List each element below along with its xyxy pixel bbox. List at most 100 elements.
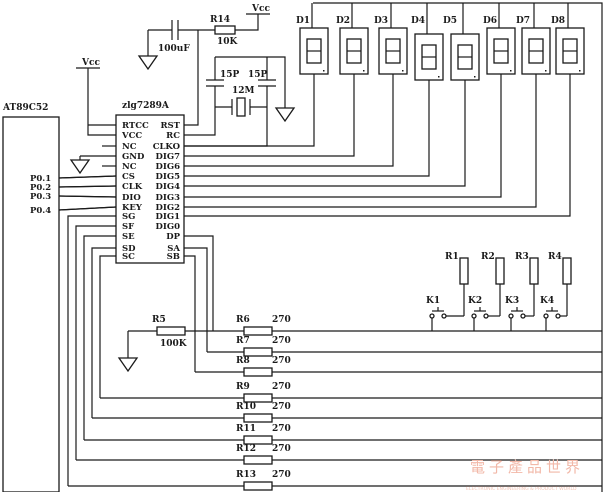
sf-line (75, 225, 116, 460)
resistor-r14 (214, 25, 236, 35)
key-resistor-label: R1 (445, 252, 459, 262)
driver-pin-right: SB (167, 252, 180, 262)
driver-pin-left: SG (122, 212, 135, 222)
driver-pin-left: SE (122, 232, 135, 242)
wire (58, 185, 117, 188)
osc-cap1: 15P (220, 70, 240, 80)
digit-line (184, 80, 537, 208)
resistor-r10 (243, 413, 273, 423)
driver-pin-right: DIG6 (155, 162, 180, 172)
resistor-r2 (495, 257, 505, 285)
driver-pin-right: DIG7 (155, 152, 180, 162)
sa-line (184, 247, 208, 352)
osc-gnd (215, 56, 286, 108)
osc-cap2: 15P (248, 70, 268, 80)
segment-resistor-name: R8 (236, 356, 250, 366)
resistor-r9 (243, 393, 273, 403)
display-label: D3 (374, 16, 388, 26)
segment-resistor-name: R10 (236, 402, 256, 412)
key-resistor-label: R4 (548, 252, 562, 262)
driver-pin-right: CLKO (153, 142, 181, 152)
watermark-en: ELECTRONIC ENGINEERING & PRODUCT WORLD (466, 486, 577, 492)
osc-crystal: 12M (232, 86, 255, 96)
key-label: K4 (540, 296, 554, 306)
resistor-r11 (243, 435, 273, 445)
ground-icon (117, 357, 139, 373)
components (2, 20, 585, 492)
cap-value: 100uF (158, 44, 190, 54)
key-contact (520, 313, 526, 319)
resistor-r4 (562, 257, 572, 285)
segment-resistor-name: R6 (236, 315, 250, 325)
digit-line (184, 80, 502, 198)
display-label: D6 (483, 16, 497, 26)
driver-pin-left: SD (122, 244, 136, 254)
resistor-r5 (156, 326, 186, 336)
display-label: D1 (296, 16, 310, 26)
key-contact (483, 313, 489, 319)
mcu-pin-label: P0.3 (30, 192, 51, 202)
dp-dot (363, 70, 365, 72)
key-label: K2 (468, 296, 482, 306)
segment-resistor-value: 270 (272, 470, 291, 480)
se-line (83, 235, 116, 440)
r5-name: R5 (152, 315, 166, 325)
wiring (58, 2, 603, 492)
watermark-cn: 電子產品世界 (470, 458, 584, 476)
key-contact (429, 313, 435, 319)
driver-pin-right: DIG0 (155, 222, 180, 232)
mcu-pin-label: P0.1 (30, 174, 51, 184)
digit-line (184, 80, 315, 147)
display-label: D4 (411, 16, 425, 26)
driver-pin-left: SF (122, 222, 134, 232)
dp-dot (402, 70, 404, 72)
driver-pin-left: GND (122, 152, 145, 162)
key-resistor-label: R2 (481, 252, 495, 262)
driver-pin-left: SC (122, 252, 135, 262)
segment-resistor-value: 270 (272, 382, 291, 392)
key-contact (471, 313, 477, 319)
resistor-r7 (243, 347, 273, 357)
digit-line (184, 80, 355, 157)
segment-resistor-name: R12 (236, 444, 256, 454)
segment-resistor-name: R9 (236, 382, 250, 392)
key-contact (543, 313, 549, 319)
display-label: D7 (516, 16, 530, 26)
segment-resistor-value: 270 (272, 402, 291, 412)
segment-resistor-name: R11 (236, 424, 256, 434)
osc-line (184, 92, 216, 136)
r14-value: 10K (217, 37, 239, 47)
resistor-r8 (243, 367, 273, 377)
sb-line (184, 255, 196, 372)
mcu-chip (2, 116, 60, 492)
driver-pin-right: DIG3 (155, 193, 180, 203)
ground-icon (69, 159, 91, 175)
segment-resistor-value: 270 (272, 424, 291, 434)
mcu-pin-label: P0.4 (30, 206, 51, 216)
dp-line (184, 235, 214, 331)
common-bus (313, 2, 603, 492)
sc-line (99, 255, 116, 398)
dp-dot (545, 70, 547, 72)
driver-pin-left: RTCC (122, 121, 149, 131)
dp-dot (474, 76, 476, 78)
display-label: D2 (336, 16, 350, 26)
driver-pin-right: RC (166, 131, 180, 141)
vcc-label: Vcc (81, 58, 100, 68)
wire (58, 175, 117, 179)
osc-line (184, 92, 268, 147)
ground-icon (137, 55, 159, 71)
mcu-name: AT89C52 (2, 103, 48, 113)
vcc-label: Vcc (251, 4, 270, 14)
driver-pin-left: VCC (121, 131, 142, 141)
r14-name: R14 (210, 15, 230, 25)
driver-pin-right: DIG5 (155, 172, 180, 182)
driver-pin-right: RST (160, 121, 180, 131)
key-contact (555, 313, 561, 319)
wire (58, 206, 117, 211)
vcc-line (87, 68, 116, 136)
driver-pin-left: CS (122, 172, 135, 182)
key-contact (441, 313, 447, 319)
wire (58, 195, 117, 198)
mcu-pin-label: P0.2 (30, 183, 51, 193)
